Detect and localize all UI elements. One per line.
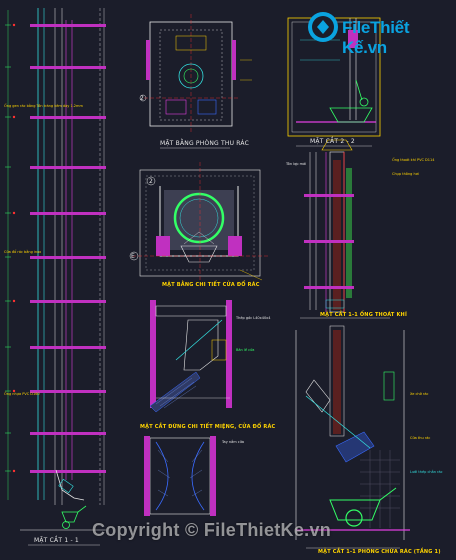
elevation-1-1 xyxy=(5,8,106,546)
exhaust-section xyxy=(300,139,390,319)
watermark-logo: FileThiết Kế.vn xyxy=(306,10,452,57)
note-door-3: Tay nắm cửa xyxy=(222,440,245,444)
door-vertical-section xyxy=(149,300,232,413)
grid-mark-a: 2 xyxy=(140,95,144,102)
door-detail-bottom xyxy=(144,436,216,516)
note-room-3: Lưới thép chắn rác xyxy=(410,470,443,474)
caption-section-2-2: MẶT CẮT 2 - 2 xyxy=(310,138,355,145)
logo-text: FileThiết Kế.vn xyxy=(342,18,410,57)
note-chute-floor: Ống gen rác bằng Tôn tráng kẽm dày 1.2mm xyxy=(4,104,83,108)
note-exhaust-2: Chụp thông hơi xyxy=(392,172,419,176)
note-room-2: Cửa thu rác xyxy=(410,436,431,440)
section-2-2 xyxy=(287,17,381,147)
note-chute-base: Ống nhựa PVC D160 xyxy=(4,392,40,396)
floor-plan xyxy=(139,14,252,149)
note-chute-door: Cửa đổ rác bằng inox xyxy=(4,250,42,254)
caption-floor-plan: MẶT BẰNG PHÒNG THU RÁC xyxy=(160,140,250,147)
note-door-1: Thép góc L40x40x4 xyxy=(236,316,271,320)
note-exhaust-3: Tôn lợp mái xyxy=(286,162,307,166)
room-section xyxy=(295,325,410,549)
grid-mark-b: E xyxy=(131,253,135,260)
note-room-1: Xe chở rác xyxy=(410,392,429,396)
grid-mark-c: 2 xyxy=(149,178,153,185)
logo-icon xyxy=(308,12,338,42)
note-door-2: Bản lề cửa xyxy=(236,348,255,352)
caption-door-vertical: MẶT CẮT ĐỨNG CHI TIẾT MIỆNG, CỬA ĐỔ RÁC xyxy=(140,424,276,430)
caption-room-section: MẶT CẮT 1-1 PHÒNG CHỨA RÁC (TẦNG 1) xyxy=(318,549,441,555)
note-exhaust-1: Ống thoát khí PVC D114 xyxy=(392,158,435,162)
caption-exhaust-section: MẶT CẮT 1-1 ỐNG THOÁT KHÍ xyxy=(320,312,408,318)
door-plan xyxy=(129,162,270,281)
caption-door-plan: MẶT BẰNG CHI TIẾT CỬA ĐỔ RÁC xyxy=(162,282,260,288)
copyright-watermark: Copyright © FileThietKe.vn xyxy=(92,520,332,540)
caption-elevation-1-1: MẶT CẮT 1 - 1 xyxy=(34,537,79,544)
